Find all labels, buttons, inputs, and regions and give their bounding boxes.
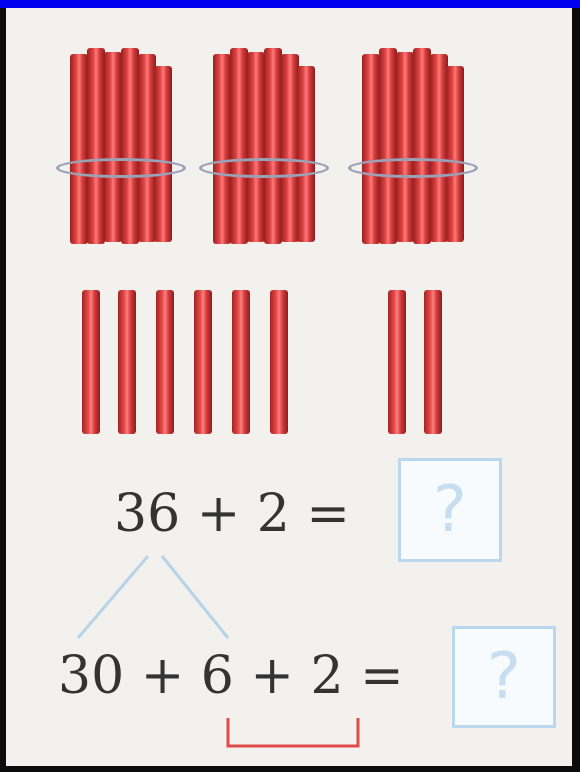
single-stick [194,290,212,434]
single-stick [156,290,174,434]
answer-box-bottom[interactable]: ? [452,626,556,728]
equation-top: 36 + 2 = [114,484,350,544]
top-link-underline [0,0,580,8]
single-stick [232,290,250,434]
question-mark: ? [487,640,521,714]
single-stick [118,290,136,434]
equation-bottom: 30 + 6 + 2 = [58,646,404,706]
answer-box-top[interactable]: ? [398,458,502,562]
decomposition-marks [76,555,360,748]
added-stick [388,290,406,434]
ten-stick-bundle-1 [56,48,186,244]
grouping-bracket [226,718,360,748]
single-stick [270,290,288,434]
worksheet: 36 + 2 = ? 30 + 6 + 2 = ? [6,8,572,766]
split-line-left [76,555,150,639]
ten-stick-bundle-2 [199,48,329,244]
single-stick [82,290,100,434]
split-line-right [160,555,230,639]
added-stick [424,290,442,434]
question-mark: ? [433,473,467,547]
ten-stick-bundle-3 [348,48,478,244]
